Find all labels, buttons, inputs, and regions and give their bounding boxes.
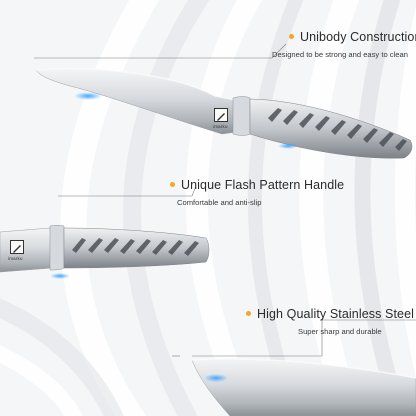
brand-name-middle: imarku: [8, 256, 23, 261]
knife-middle: [0, 225, 210, 279]
flash-pattern-top: [268, 108, 407, 151]
brand-logo-icon: [10, 240, 24, 254]
callout-lines: [34, 43, 416, 357]
feature-callout-steel: High Quality Stainless Steel Super sharp…: [246, 307, 414, 336]
knife-top: [35, 68, 413, 159]
feature-callout-unibody: Unibody Construction Designed to be stro…: [272, 30, 416, 59]
brand-name-top: imarku: [213, 124, 228, 129]
feature-title: Unibody Construction: [300, 30, 416, 44]
bullet-dot-icon: [289, 34, 294, 40]
flash-pattern-middle: [72, 238, 199, 256]
knife-bottom: [191, 358, 416, 416]
bullet-dot-icon: [170, 182, 175, 188]
bullet-dot-icon: [246, 311, 251, 317]
feature-subtitle: Super sharp and durable: [298, 327, 382, 336]
feature-title: High Quality Stainless Steel: [257, 307, 415, 321]
feature-title: Unique Flash Pattern Handle: [181, 178, 345, 192]
feature-callout-handle: Unique Flash Pattern Handle Comfortable …: [170, 178, 345, 207]
brand-logo-icon: [214, 108, 228, 122]
feature-subtitle: Comfortable and anti-slip: [177, 198, 262, 207]
feature-subtitle: Designed to be strong and easy to clean: [272, 50, 408, 59]
